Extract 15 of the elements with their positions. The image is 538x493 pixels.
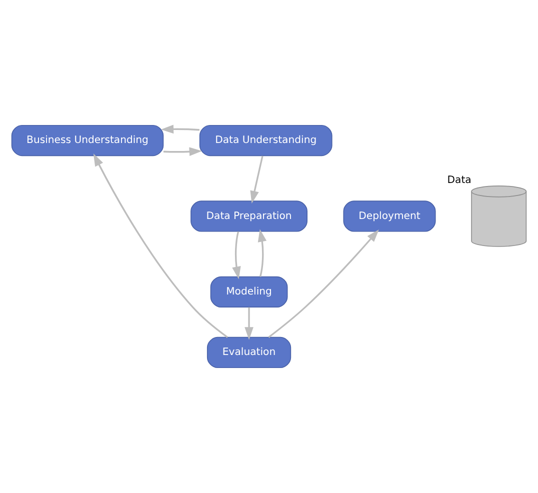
node-box: Modeling xyxy=(210,276,288,308)
arrow xyxy=(258,229,267,277)
arrow xyxy=(250,156,264,204)
arrow xyxy=(232,232,241,280)
node-box: Deployment xyxy=(343,200,436,232)
node-label: Data xyxy=(447,175,472,186)
node-box: Data Preparation xyxy=(190,200,308,232)
node-box: Business Understanding xyxy=(11,124,164,156)
node-box: Evaluation xyxy=(206,336,292,368)
arrow xyxy=(93,153,228,338)
arrow xyxy=(268,229,379,338)
arrow xyxy=(244,307,254,340)
node-box: Data Understanding xyxy=(199,124,332,156)
arrow xyxy=(163,147,202,156)
arrow xyxy=(160,124,200,134)
